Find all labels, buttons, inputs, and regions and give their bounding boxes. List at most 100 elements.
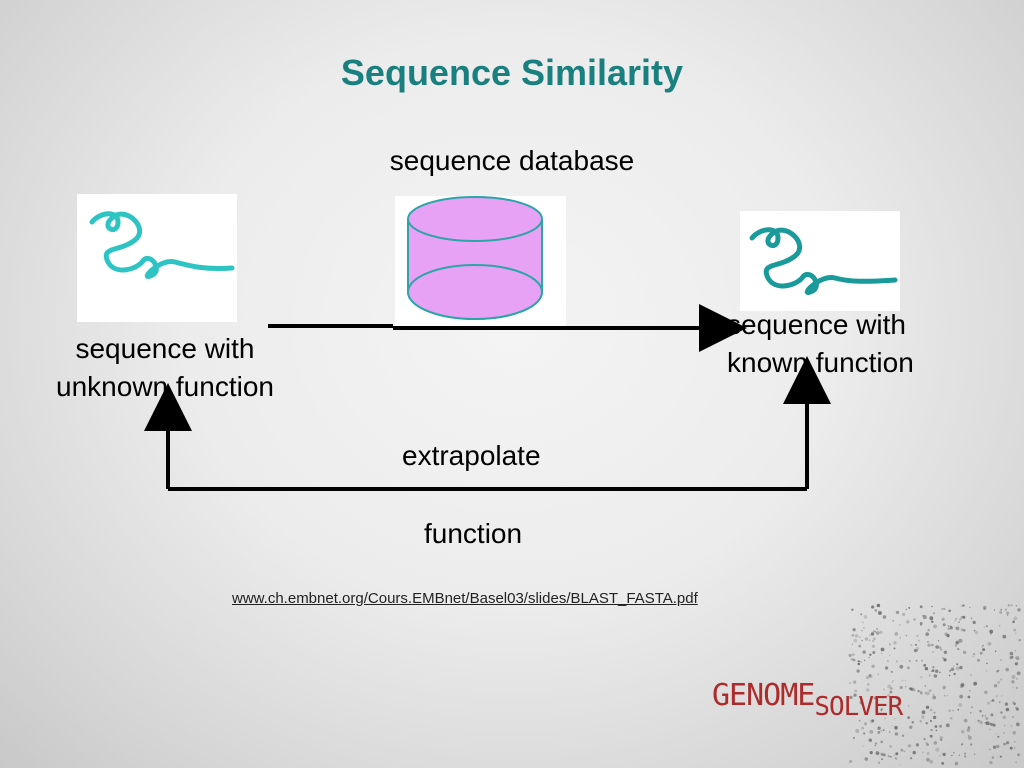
speckle-dot xyxy=(872,651,876,654)
speckle-dot xyxy=(910,644,913,646)
speckle-dot xyxy=(880,752,884,756)
speckle-dot xyxy=(993,684,998,688)
speckle-dot xyxy=(851,634,855,637)
speckle-dot xyxy=(880,740,883,744)
logo-genome: GENOME xyxy=(712,678,815,713)
speckle-dot xyxy=(967,726,971,729)
speckle-dot xyxy=(931,605,933,608)
speckle-dot xyxy=(937,640,940,642)
speckle-dot xyxy=(870,632,875,636)
speckle-dot xyxy=(953,751,955,754)
speckle-dot xyxy=(935,747,940,752)
known-sequence-image xyxy=(740,211,900,311)
speckle-dot xyxy=(1012,701,1015,704)
speckle-dot xyxy=(920,623,922,626)
speckle-dot xyxy=(970,617,973,619)
speckle-dot xyxy=(926,757,930,762)
speckle-dot xyxy=(923,664,927,667)
speckle-dot xyxy=(960,682,965,687)
speckle-dot xyxy=(864,637,869,641)
speckle-dot xyxy=(880,730,882,732)
speckle-dot xyxy=(954,627,956,629)
speckle-dot xyxy=(857,662,861,666)
speckle-dot xyxy=(871,639,875,642)
speckle-dot xyxy=(943,607,946,611)
speckle-dot xyxy=(849,760,853,763)
speckle-dot xyxy=(869,751,873,755)
speckle-dot xyxy=(850,635,852,637)
speckle-dot xyxy=(949,625,952,628)
speckle-dot xyxy=(877,726,881,730)
speckle-dot xyxy=(882,753,886,757)
speckle-dot xyxy=(935,669,939,673)
speckle-dot xyxy=(895,752,899,756)
speckle-dot xyxy=(888,643,892,646)
speckle-dot xyxy=(1005,707,1010,712)
speckle-dot xyxy=(967,695,971,699)
speckle-dot xyxy=(932,715,937,720)
speckle-dot xyxy=(920,690,922,693)
speckle-dot xyxy=(1013,702,1016,706)
speckle-dot xyxy=(1012,716,1014,718)
speckle-dot xyxy=(942,685,946,690)
speckle-dot xyxy=(950,667,955,671)
speckle-dot xyxy=(954,620,956,622)
speckle-dot xyxy=(954,761,959,766)
speckle-dot xyxy=(964,752,966,755)
speckle-dot xyxy=(959,694,964,699)
speckle-dot xyxy=(895,610,900,615)
speckle-dot xyxy=(874,742,878,745)
speckle-dot xyxy=(851,653,855,657)
speckle-dot xyxy=(979,651,983,655)
speckle-dot xyxy=(962,650,967,654)
speckle-dot xyxy=(943,650,948,654)
speckle-dot xyxy=(910,687,914,691)
speckle-dot xyxy=(979,720,982,723)
speckle-dot xyxy=(935,645,939,649)
speckle-dot xyxy=(912,688,916,692)
speckle-dot xyxy=(1009,656,1013,660)
speckle-dot xyxy=(986,662,988,665)
speckle-dot xyxy=(985,721,990,726)
speckle-dot xyxy=(894,632,899,636)
database-image xyxy=(395,196,566,326)
speckle-dot xyxy=(911,721,914,724)
speckle-dot xyxy=(880,647,885,652)
speckle-dot xyxy=(941,761,945,765)
speckle-dot xyxy=(908,606,911,609)
speckle-dot xyxy=(917,639,920,642)
speckle-dot xyxy=(969,690,971,692)
speckle-dot xyxy=(902,612,906,616)
speckle-dot xyxy=(1002,715,1006,719)
speckle-dot xyxy=(922,751,924,754)
speckle-dot xyxy=(985,717,989,720)
speckle-dot xyxy=(888,654,891,657)
speckle-dot xyxy=(858,636,861,638)
speckle-dot xyxy=(868,656,870,659)
speckle-dot xyxy=(1004,608,1008,611)
speckle-dot xyxy=(1014,656,1016,659)
speckle-dot xyxy=(949,669,952,672)
speckle-dot xyxy=(940,739,943,741)
speckle-dot xyxy=(931,669,935,672)
source-link[interactable]: www.ch.embnet.org/Cours.EMBnet/Basel03/s… xyxy=(232,590,698,607)
speckle-dot xyxy=(1013,747,1016,749)
speckle-dot xyxy=(873,637,876,640)
speckle-dot xyxy=(962,628,966,632)
speckle-dot xyxy=(917,649,919,652)
speckle-dot xyxy=(993,609,996,611)
speckle-dot xyxy=(930,728,933,732)
speckle-dot xyxy=(876,627,879,631)
speckle-dot xyxy=(909,725,913,729)
genome-solver-logo: GENOMESOLVER xyxy=(712,678,903,722)
speckle-dot xyxy=(934,725,938,728)
speckle-dot xyxy=(1010,604,1013,607)
speckle-dot xyxy=(853,638,858,643)
speckle-dot xyxy=(862,650,866,654)
speckle-dot xyxy=(963,718,968,723)
speckle-dot xyxy=(856,669,860,673)
speckle-dot xyxy=(925,691,930,696)
speckle-dot xyxy=(997,735,1000,738)
speckle-dot xyxy=(928,689,932,693)
speckle-dot xyxy=(995,695,998,698)
